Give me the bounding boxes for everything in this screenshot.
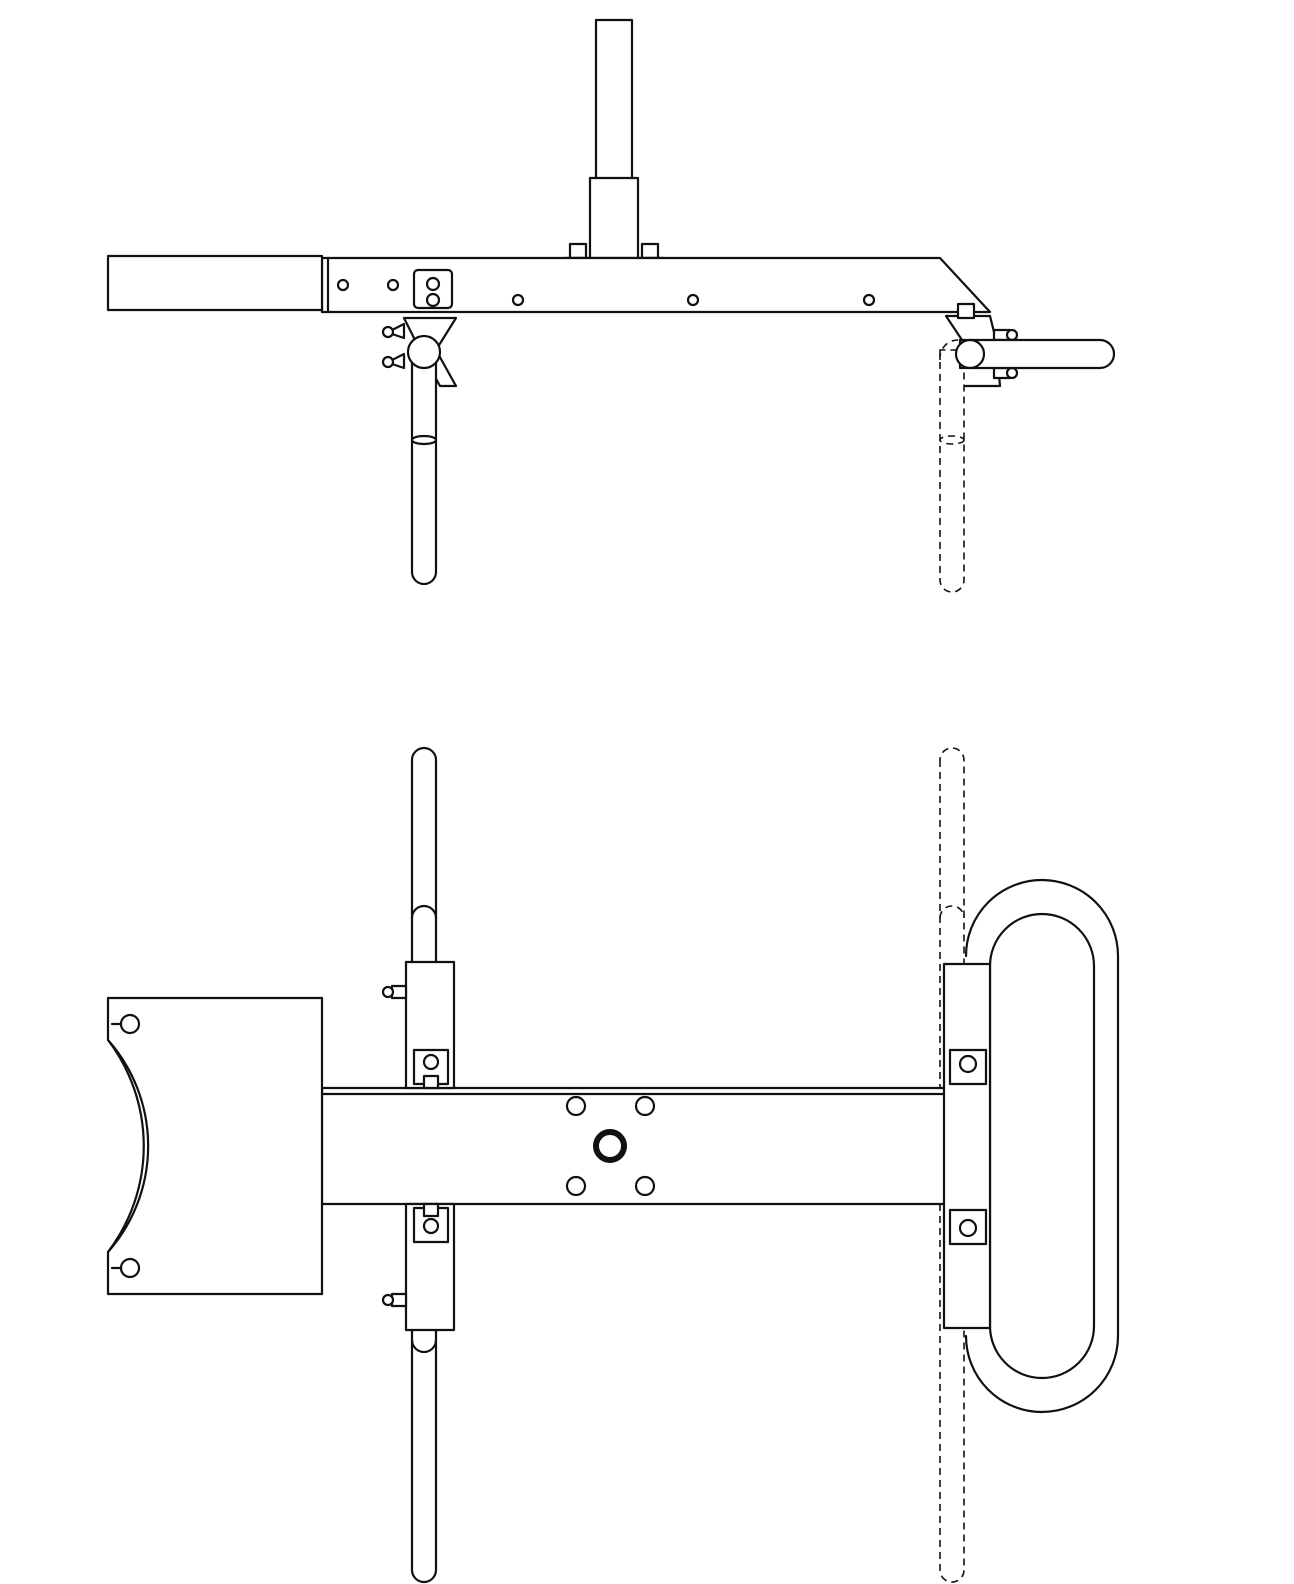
top-view xyxy=(106,746,1120,1584)
side-view xyxy=(106,18,1116,593)
handle-loop xyxy=(964,878,1120,1414)
boom xyxy=(320,256,992,314)
boom-end-insert xyxy=(106,254,324,312)
boom-hole xyxy=(686,293,700,307)
mast-clamp-plate xyxy=(106,996,324,1296)
mast-plate xyxy=(565,1095,656,1197)
mast xyxy=(588,18,640,262)
boom-hole xyxy=(862,293,876,307)
handle-side xyxy=(958,338,1116,370)
handle-pivot xyxy=(954,338,986,370)
mast-hole xyxy=(593,1129,627,1163)
boom-hole xyxy=(511,293,525,307)
element-right-dashed xyxy=(939,339,965,593)
element-block-left xyxy=(381,960,456,1332)
element-block-right xyxy=(942,962,992,1330)
boom-hole xyxy=(336,278,350,292)
element-left-solid xyxy=(406,334,442,586)
boom-hole xyxy=(386,278,400,292)
